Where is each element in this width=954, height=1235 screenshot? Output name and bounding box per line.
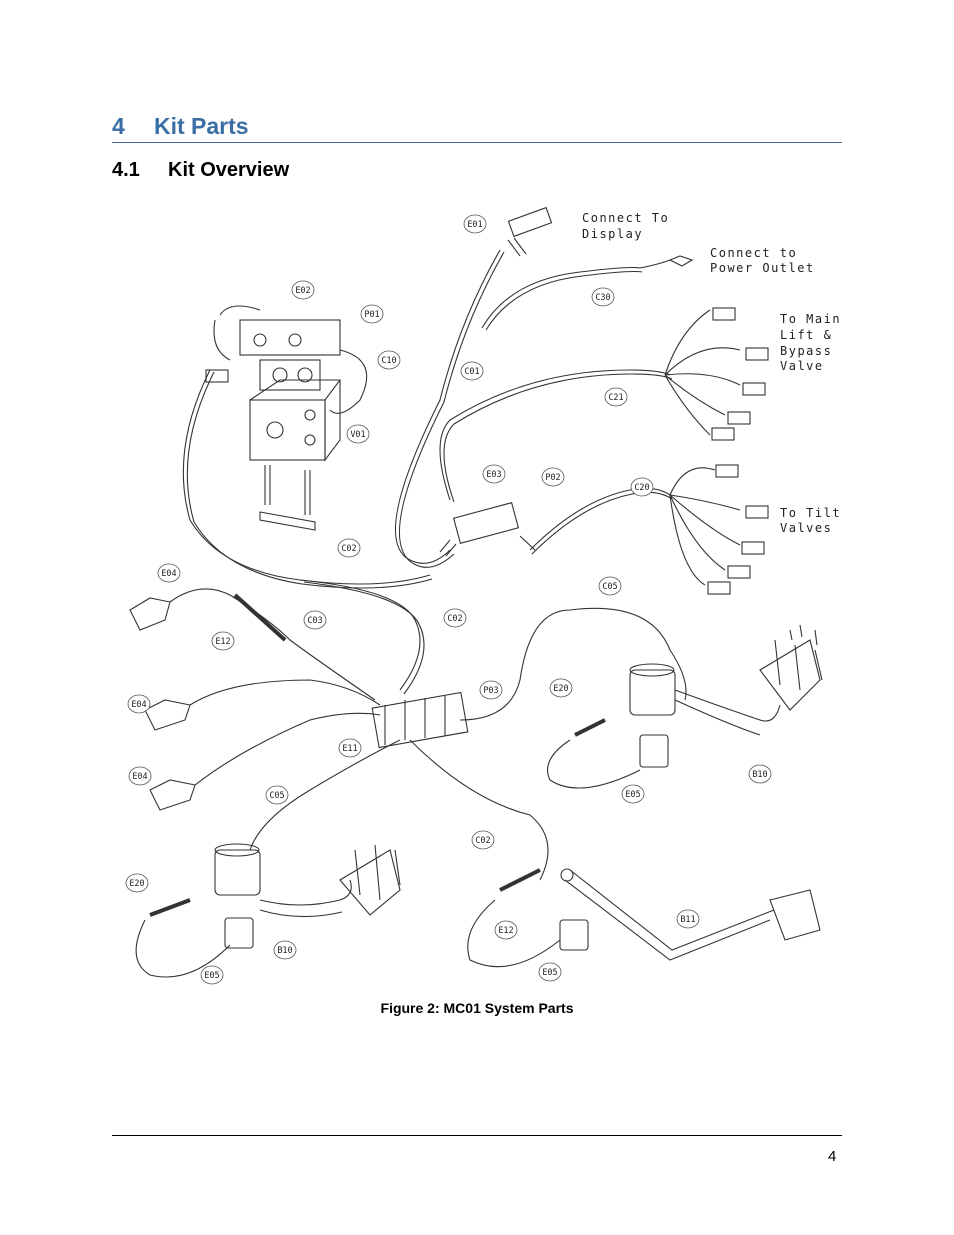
note-main-line3: Bypass xyxy=(780,344,832,358)
callout-c02-b: C02 xyxy=(447,614,462,624)
callout-e03: E03 xyxy=(486,470,501,480)
callout-e12-b: E12 xyxy=(498,926,513,936)
note-display-line1: Connect To xyxy=(582,211,669,225)
b11-arm xyxy=(564,869,775,961)
b10-bracket-right xyxy=(759,639,823,711)
callout-p01: P01 xyxy=(364,310,379,320)
section-title: Kit Parts xyxy=(154,113,249,139)
section-number: 4 xyxy=(112,113,125,139)
callout-c21: C21 xyxy=(608,393,623,403)
callout-b10-a: B10 xyxy=(752,770,767,780)
callout-e04-b: E04 xyxy=(131,700,146,710)
note-main-line2: Lift & xyxy=(780,328,832,342)
callout-e05-c: E05 xyxy=(542,968,557,978)
callout-c05-b: C05 xyxy=(269,791,284,801)
page-number: 4 xyxy=(828,1148,837,1165)
callout-e11: E11 xyxy=(342,744,357,754)
e03-module xyxy=(452,502,520,544)
callout-c02-c: C02 xyxy=(475,836,490,846)
callout-c01: C01 xyxy=(464,367,479,377)
section-heading: 4 Kit Parts xyxy=(112,112,842,143)
e05-sensor-right xyxy=(639,734,669,768)
callout-c02-a: C02 xyxy=(341,544,356,554)
canister-right xyxy=(629,669,676,716)
callout-e01: E01 xyxy=(467,220,482,230)
callout-p03: P03 xyxy=(483,686,498,696)
callout-e02: E02 xyxy=(295,286,310,296)
footer-rule xyxy=(112,1135,842,1136)
power-plug xyxy=(668,255,694,267)
note-display-line2: Display xyxy=(582,227,643,241)
note-tilt-line2: Valves xyxy=(780,521,832,535)
b10-bracket-left xyxy=(339,844,401,916)
subsection-title: Kit Overview xyxy=(168,159,290,181)
callout-e04-a: E04 xyxy=(161,569,176,579)
callout-p02: P02 xyxy=(545,473,560,483)
callout-e20-a: E20 xyxy=(553,684,568,694)
e05-sensor-bottom xyxy=(559,919,589,951)
note-main-line4: Valve xyxy=(780,359,824,373)
callout-b11: B11 xyxy=(680,915,695,925)
e04-sensor-3 xyxy=(149,779,196,811)
callout-b10-b: B10 xyxy=(277,946,292,956)
callout-c20: C20 xyxy=(634,483,649,493)
p03-hub xyxy=(371,691,469,749)
note-main-line1: To Main xyxy=(780,312,840,326)
e04-sensor-1 xyxy=(129,597,171,631)
e05-sensor-left xyxy=(224,917,254,949)
callout-c05-a: C05 xyxy=(602,582,617,592)
valve-block xyxy=(249,399,326,461)
figure-caption: Figure 2: MC01 System Parts xyxy=(380,1000,574,1016)
callout-e12-a: E12 xyxy=(215,637,230,647)
e04-sensor-2 xyxy=(144,699,191,731)
callout-v01: V01 xyxy=(350,430,365,440)
note-power-line2: Power Outlet xyxy=(710,261,815,275)
callout-e05-a: E05 xyxy=(625,790,640,800)
system-parts-diagram: E01 E02 P01 C10 V01 C30 C01 C21 E03 P02 … xyxy=(125,206,840,985)
callout-c03: C03 xyxy=(307,616,322,626)
note-tilt-line1: To Tilt xyxy=(780,506,840,520)
canister-left xyxy=(214,849,261,896)
callout-e04-c: E04 xyxy=(132,772,147,782)
note-power-line1: Connect to xyxy=(710,246,797,260)
subsection-number: 4.1 xyxy=(112,159,140,181)
callout-e05-b: E05 xyxy=(204,971,219,981)
display-module xyxy=(507,206,553,238)
callout-c10: C10 xyxy=(381,356,396,366)
callout-e20-b: E20 xyxy=(129,879,144,889)
callout-c30: C30 xyxy=(595,293,610,303)
